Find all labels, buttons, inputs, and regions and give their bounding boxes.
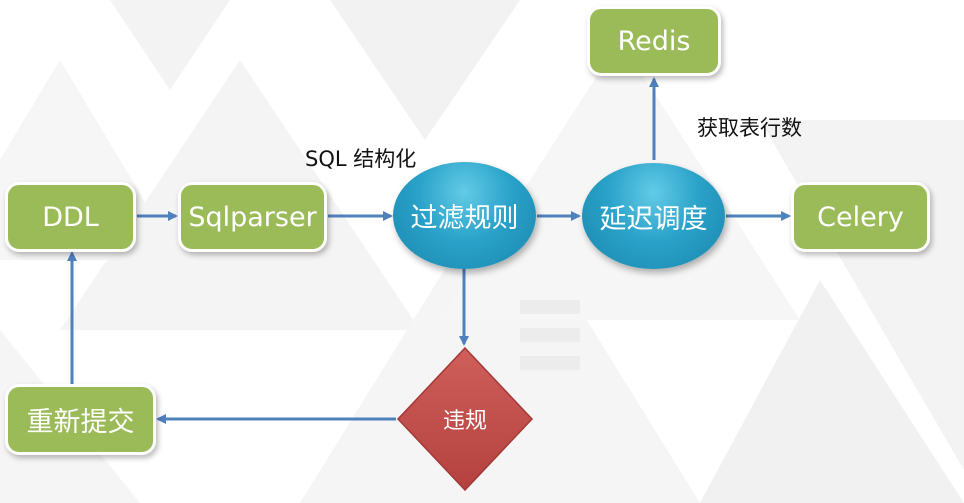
node-resubmit: 重新提交: [5, 384, 156, 455]
node-sqlparser-label: Sqlparser: [188, 201, 317, 233]
node-sqlparser: Sqlparser: [178, 182, 327, 252]
node-redis: Redis: [587, 6, 721, 76]
node-resubmit-label: 重新提交: [26, 407, 135, 438]
node-filter-rules-label: 过滤规则: [410, 203, 519, 234]
node-filter-rules: 过滤规则: [393, 162, 536, 269]
node-ddl-label: DDL: [42, 201, 99, 233]
node-celery: Celery: [791, 182, 930, 252]
edge-label-sql-structuring: SQL 结构化: [305, 147, 417, 171]
node-delay-schedule-label: 延迟调度: [599, 203, 708, 235]
edge-label-get-row-count: 获取表行数: [697, 116, 802, 140]
node-ddl: DDL: [5, 182, 136, 252]
diamond-shape: [396, 346, 534, 492]
node-delay-schedule: 延迟调度: [582, 163, 725, 269]
node-redis-label: Redis: [617, 25, 691, 57]
node-celery-label: Celery: [817, 201, 904, 233]
node-violation-label: 违规: [442, 409, 487, 434]
node-violation: 违规: [396, 346, 534, 492]
